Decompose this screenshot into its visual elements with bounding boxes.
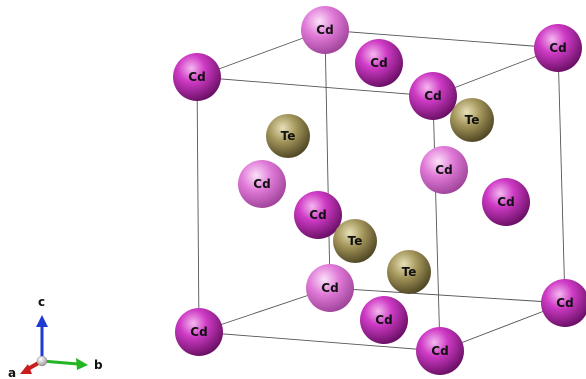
cell-edge [324, 29, 331, 289]
c-axis-label: c [38, 295, 45, 309]
te-atom: Te [450, 98, 494, 142]
svg-text:Cd: Cd [435, 163, 452, 177]
svg-text:Cd: Cd [424, 89, 441, 103]
cell-edge [196, 76, 434, 97]
cell-edge [196, 76, 200, 333]
svg-text:Te: Te [465, 113, 480, 127]
cd-atom: Cd [420, 146, 468, 194]
cd-atom: Cd [534, 24, 582, 72]
cd-atom: Cd [173, 53, 221, 101]
atoms: Cd Cd Cd Cd Te Cd Te Cd [173, 6, 586, 375]
svg-text:Cd: Cd [316, 23, 333, 37]
svg-text:Cd: Cd [497, 195, 514, 209]
svg-text:Cd: Cd [549, 41, 566, 55]
cd-atom: Cd [416, 327, 464, 375]
cell-edge [324, 29, 559, 49]
cd-atom: Cd [175, 308, 223, 356]
a-axis-label: a [8, 366, 16, 379]
cd-atom: Cd [360, 296, 408, 344]
te-atom: Te [333, 219, 377, 263]
svg-text:Te: Te [348, 234, 363, 248]
svg-text:Cd: Cd [375, 313, 392, 327]
cd-atom: Cd [294, 191, 342, 239]
b-axis-label: b [94, 358, 103, 372]
svg-text:Cd: Cd [370, 56, 387, 70]
orientation-axes: c b a [8, 295, 103, 379]
svg-text:Cd: Cd [309, 208, 326, 222]
te-atom: Te [266, 114, 310, 158]
cd-atom: Cd [409, 72, 457, 120]
cell-edge [432, 95, 441, 352]
svg-text:Cd: Cd [190, 325, 207, 339]
svg-text:Cd: Cd [431, 344, 448, 358]
cell-edge [557, 47, 566, 304]
c-axis-arrowhead [36, 315, 48, 327]
svg-text:Cd: Cd [556, 296, 573, 310]
cell-edge [198, 331, 441, 352]
cd-atom: Cd [238, 160, 286, 208]
b-axis-arrowhead [76, 358, 88, 370]
te-atom: Te [387, 250, 431, 294]
svg-text:Cd: Cd [253, 177, 270, 191]
cd-atom: Cd [541, 279, 586, 327]
svg-text:Te: Te [402, 265, 417, 279]
b-axis-arrow [41, 359, 79, 366]
cd-atom: Cd [306, 264, 354, 312]
cd-atom: Cd [355, 39, 403, 87]
svg-text:Cd: Cd [188, 70, 205, 84]
cell-edge [329, 287, 566, 304]
svg-text:Cd: Cd [321, 281, 338, 295]
cd-atom: Cd [482, 178, 530, 226]
cd-atom: Cd [301, 6, 349, 54]
axes-origin [36, 355, 48, 367]
a-axis-arrowhead [20, 364, 32, 374]
svg-text:Te: Te [281, 129, 296, 143]
